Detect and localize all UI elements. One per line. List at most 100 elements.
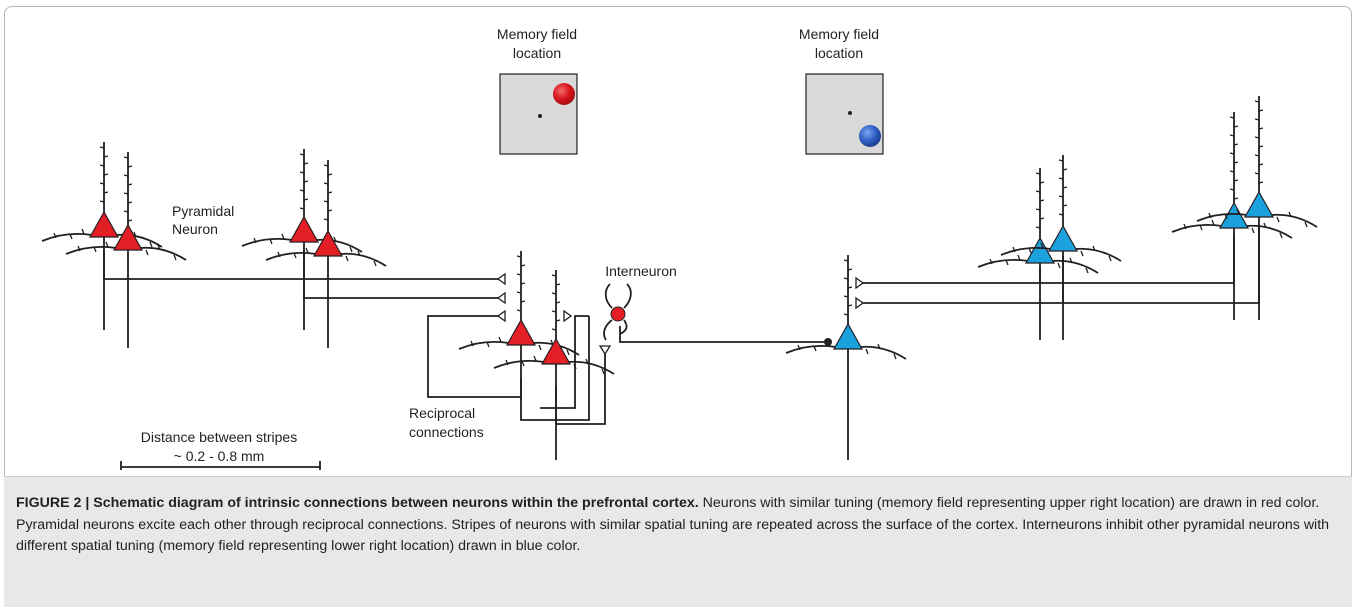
neurons-layer <box>41 96 1318 460</box>
basal-dendrite <box>458 340 510 350</box>
pyramidal-neuron <box>265 160 387 348</box>
dendritic-spines <box>77 241 177 261</box>
axon-line <box>860 268 1041 284</box>
distance-label: Distance between stripes <box>141 429 297 445</box>
dendritic-spines <box>1254 100 1264 184</box>
dendritic-spines <box>989 254 1089 274</box>
excitatory-synapse <box>563 309 573 323</box>
dendritic-spines <box>1183 219 1283 239</box>
pyramidal-neuron <box>241 149 363 330</box>
reciprocal-label: Reciprocal <box>409 405 475 421</box>
dendritic-spines <box>1058 159 1068 216</box>
pyramidal-neuron <box>493 270 615 460</box>
memory-field-label: location <box>815 45 863 61</box>
basal-dendrite <box>265 251 317 261</box>
dendritic-spines <box>277 247 377 267</box>
excitatory-synapse <box>598 345 612 356</box>
caption-background <box>4 476 1352 607</box>
dendritic-spines <box>299 153 309 210</box>
synapse-terminals <box>496 272 865 356</box>
pyramidal-neuron <box>41 142 163 330</box>
basal-dendrite <box>1245 224 1293 239</box>
excitatory-synapse <box>496 291 506 305</box>
inhibitory-axon <box>619 326 828 343</box>
memory-field-upper-right: Memory field location <box>497 26 578 155</box>
axon-line <box>303 250 505 299</box>
inhibitory-synapse <box>824 338 832 346</box>
dendritic-spines <box>505 355 605 375</box>
dendritic-spines <box>99 146 109 203</box>
basal-dendrite <box>1074 247 1122 262</box>
distance-label: ~ 0.2 - 0.8 mm <box>174 448 265 464</box>
pyramidal-soma <box>505 318 537 346</box>
basal-dendrite <box>1196 212 1248 222</box>
caption-title: FIGURE 2 | Schematic diagram of intrinsi… <box>16 495 699 511</box>
basal-dendrite <box>1270 213 1318 228</box>
basal-dendrite <box>339 252 387 267</box>
memory-field-label: location <box>513 45 561 61</box>
interneuron-label: Interneuron <box>605 263 677 279</box>
basal-dendrite <box>1051 259 1099 274</box>
basal-dendrite <box>785 344 837 354</box>
pyramidal-soma <box>1047 224 1079 252</box>
fixation-dot <box>848 111 852 115</box>
axon-line <box>1063 225 1260 304</box>
memory-target-blue <box>859 125 881 147</box>
pyramidal-soma <box>112 223 144 251</box>
pyramidal-soma <box>312 229 344 257</box>
basal-dendrite <box>859 345 907 360</box>
basal-dendrite <box>977 258 1029 268</box>
dendritic-spines <box>1035 172 1045 229</box>
pyramidal-soma <box>88 210 120 238</box>
pyramidal-neuron <box>458 251 580 400</box>
memory-field-label: Memory field <box>799 26 879 42</box>
dendritic-spines <box>1208 208 1308 228</box>
dendritic-spines <box>470 336 570 356</box>
reciprocal-label: connections <box>409 424 484 440</box>
connection-lines <box>103 225 1260 425</box>
dendritic-spines <box>1012 242 1112 262</box>
reciprocal-loop <box>520 316 590 421</box>
basal-dendrite <box>139 246 187 261</box>
interneuron-dendrite <box>604 283 613 309</box>
pyramidal-soma <box>1218 201 1250 229</box>
basal-dendrite <box>1000 246 1052 256</box>
dendritic-spines <box>123 156 133 222</box>
basal-dendrite <box>65 245 117 255</box>
basal-dendrite <box>241 237 293 247</box>
basal-dendrite <box>1171 223 1223 233</box>
dendritic-spines <box>323 164 333 221</box>
interneuron <box>603 283 632 341</box>
pyramidal-neuron <box>65 152 187 348</box>
basal-dendrite <box>315 238 363 253</box>
pyramidal-neuron <box>1196 96 1318 320</box>
interneuron-dendrite <box>623 283 632 309</box>
basal-dendrite <box>41 232 93 242</box>
pyramidal-soma <box>1243 190 1275 218</box>
memory-field-lower-right: Memory field location <box>799 26 884 155</box>
interneuron-dendrite <box>619 319 628 335</box>
caption-body: Neurons with similar tuning (memory fiel… <box>16 495 1330 555</box>
excitatory-synapse <box>496 309 506 323</box>
interneuron-dendrite <box>603 319 613 341</box>
pyramidal-neuron <box>1171 112 1293 320</box>
dendritic-spines <box>551 274 561 331</box>
reciprocal-loop <box>427 315 521 398</box>
basal-dendrite <box>493 359 545 369</box>
dendritic-spines <box>843 259 853 316</box>
pyramidal-neuron <box>1000 155 1122 340</box>
figure-caption: FIGURE 2 | Schematic diagram of intrinsi… <box>16 493 1344 558</box>
memory-field-label: Memory field <box>497 26 577 42</box>
dendritic-spines <box>797 340 897 360</box>
pyramidal-soma <box>540 337 572 365</box>
excitatory-synapse <box>855 296 865 310</box>
pyramidal-soma <box>832 322 864 350</box>
pyramidal-neuron <box>977 168 1099 340</box>
basal-dendrite <box>567 360 615 375</box>
pyramidal-neuron-label: Pyramidal <box>172 203 234 219</box>
scale-bar <box>120 461 321 470</box>
excitatory-synapse <box>496 272 506 286</box>
fixation-dot <box>538 114 542 118</box>
neuron-diagram: Memory field location Memory field locat… <box>41 26 1318 470</box>
dendritic-spines <box>516 255 526 312</box>
